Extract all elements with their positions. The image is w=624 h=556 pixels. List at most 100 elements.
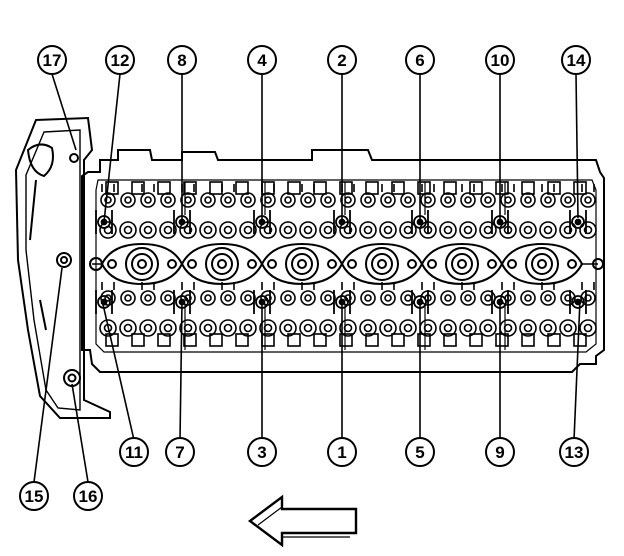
lifter-block bbox=[209, 181, 223, 195]
valve-spring bbox=[279, 290, 297, 337]
valve-spring bbox=[119, 192, 137, 239]
lifter-block bbox=[443, 333, 457, 347]
svg-text:4: 4 bbox=[257, 51, 267, 70]
lifter-block bbox=[469, 333, 483, 347]
valve-spring bbox=[579, 184, 597, 239]
callout-6: 6 bbox=[405, 45, 435, 75]
lifter-block bbox=[521, 333, 535, 347]
svg-text:8: 8 bbox=[177, 51, 186, 70]
valve-spring bbox=[539, 282, 557, 337]
head-bolt bbox=[95, 290, 113, 314]
lifter-block bbox=[495, 333, 509, 347]
lifter-block bbox=[183, 333, 197, 347]
valve-spring bbox=[459, 282, 477, 337]
timing-cover-outline bbox=[14, 116, 111, 419]
lifter-block bbox=[339, 181, 353, 195]
lifter-block bbox=[391, 181, 405, 195]
valve-spring bbox=[219, 282, 237, 337]
lifter-block bbox=[573, 181, 587, 195]
callout-11: 11 bbox=[119, 437, 149, 467]
valve-spring bbox=[559, 290, 577, 337]
svg-text:9: 9 bbox=[495, 443, 504, 462]
callout-8: 8 bbox=[167, 45, 197, 75]
lifter-block bbox=[235, 181, 249, 195]
valve-spring bbox=[179, 282, 197, 337]
lifter-block bbox=[157, 181, 171, 195]
svg-text:12: 12 bbox=[111, 51, 130, 70]
valve-spring bbox=[379, 184, 397, 239]
arrow-left-icon bbox=[248, 494, 358, 548]
valve-spring bbox=[319, 192, 337, 239]
callout-2: 2 bbox=[327, 45, 357, 75]
lifter-block bbox=[469, 181, 483, 195]
lifter-block bbox=[547, 333, 561, 347]
svg-text:6: 6 bbox=[415, 51, 424, 70]
lifter-block bbox=[261, 181, 275, 195]
valve-spring bbox=[199, 192, 217, 239]
svg-text:1: 1 bbox=[337, 443, 346, 462]
callout-16: 16 bbox=[73, 481, 103, 511]
valve-spring bbox=[359, 192, 377, 239]
svg-text:15: 15 bbox=[25, 487, 44, 506]
callout-17: 17 bbox=[37, 45, 67, 75]
valve-spring bbox=[159, 290, 177, 337]
lifter-block bbox=[313, 181, 327, 195]
lifter-block bbox=[417, 181, 431, 195]
lifter-block bbox=[573, 333, 587, 347]
valve-spring bbox=[139, 282, 157, 337]
bearing-cap bbox=[260, 242, 344, 286]
valve-spring bbox=[459, 184, 477, 239]
valve-spring bbox=[519, 290, 537, 337]
svg-text:17: 17 bbox=[43, 51, 62, 70]
bearing-cap bbox=[100, 242, 184, 286]
valve-spring bbox=[479, 192, 497, 239]
lifter-block bbox=[365, 333, 379, 347]
callout-3: 3 bbox=[247, 437, 277, 467]
valve-spring bbox=[299, 282, 317, 337]
valve-spring bbox=[319, 290, 337, 337]
valve-spring bbox=[379, 282, 397, 337]
svg-text:14: 14 bbox=[567, 51, 586, 70]
valve-spring bbox=[239, 290, 257, 337]
valve-spring bbox=[439, 290, 457, 337]
callout-5: 5 bbox=[405, 437, 435, 467]
valve-spring bbox=[159, 192, 177, 239]
callout-9: 9 bbox=[485, 437, 515, 467]
callout-12: 12 bbox=[105, 45, 135, 75]
valve-spring bbox=[439, 192, 457, 239]
camshaft-bearing-caps bbox=[89, 242, 604, 286]
lifter-block bbox=[183, 181, 197, 195]
lifter-block bbox=[287, 181, 301, 195]
svg-text:7: 7 bbox=[175, 443, 184, 462]
callout-13: 13 bbox=[559, 437, 589, 467]
svg-text:11: 11 bbox=[125, 443, 143, 462]
callout-10: 10 bbox=[485, 45, 515, 75]
head-bolt bbox=[569, 210, 587, 234]
lifter-block bbox=[443, 181, 457, 195]
lifter-block bbox=[131, 181, 145, 195]
valve-spring bbox=[399, 290, 417, 337]
lifter-block bbox=[235, 333, 249, 347]
bearing-cap bbox=[340, 242, 424, 286]
leader-lines bbox=[33, 73, 581, 483]
valve-spring bbox=[559, 192, 577, 239]
lifter-block bbox=[365, 181, 379, 195]
lifter-block bbox=[391, 333, 405, 347]
valve-spring bbox=[519, 192, 537, 239]
bearing-cap bbox=[500, 242, 584, 286]
valve-spring bbox=[339, 184, 357, 239]
svg-text:2: 2 bbox=[337, 51, 346, 70]
bearing-cap bbox=[420, 242, 504, 286]
svg-text:13: 13 bbox=[565, 443, 584, 462]
callout-15: 15 bbox=[19, 481, 49, 511]
valve-spring bbox=[479, 290, 497, 337]
lifter-block bbox=[417, 333, 431, 347]
bearing-cap bbox=[180, 242, 264, 286]
lifter-block bbox=[547, 181, 561, 195]
svg-text:10: 10 bbox=[491, 51, 510, 70]
valve-spring bbox=[579, 282, 597, 337]
lifter-block bbox=[105, 181, 119, 195]
lifter-block bbox=[157, 333, 171, 347]
callout-14: 14 bbox=[561, 45, 591, 75]
